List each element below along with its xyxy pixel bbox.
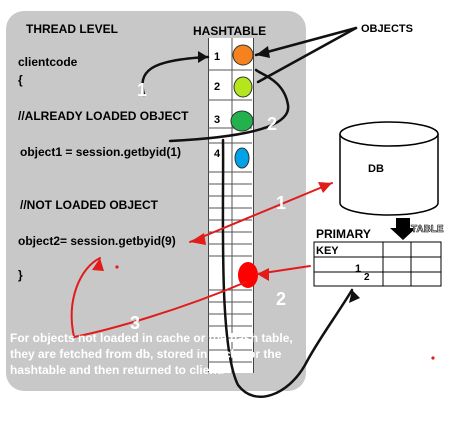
step-label-db-1: 1 — [276, 193, 287, 213]
objects-label: OBJECTS — [361, 23, 413, 35]
db-label: DB — [368, 163, 384, 175]
object-circle-3 — [230, 110, 254, 132]
step-label-loaded-1: 1 — [137, 80, 148, 100]
object-circle-2 — [233, 76, 253, 98]
object-circle-1 — [232, 44, 254, 66]
table-pointer-arrow — [390, 218, 416, 240]
step-label-db-2: 2 — [276, 289, 287, 309]
table-value-1: 1 — [355, 263, 362, 275]
key-column-header: KEY — [316, 245, 339, 257]
slot-1-label: 1 — [214, 51, 221, 63]
thread-level-title: THREAD LEVEL — [26, 22, 119, 36]
primary-table-label: PRIMARY — [316, 227, 371, 241]
code-line-object1: object1 = session.getbyid(1) — [20, 145, 182, 159]
explanation-note: For objects not loaded in cache or the h… — [10, 331, 293, 377]
slot-2-label: 2 — [214, 81, 221, 93]
table-value-2: 2 — [364, 272, 370, 283]
table-word-label: TABLE — [411, 224, 444, 236]
slot-3-label: 3 — [214, 114, 221, 126]
code-line-object2: object2= session.getbyid(9) — [18, 234, 176, 248]
slot-4-label: 4 — [214, 148, 221, 160]
code-line-open-brace: { — [18, 73, 23, 87]
step-label-loaded-2: 2 — [267, 114, 278, 134]
code-line-close-brace: } — [18, 268, 23, 282]
hashtable-title: HASHTABLE — [193, 24, 267, 38]
step-label-db-3: 3 — [130, 313, 141, 333]
code-comment-already-loaded: //ALREADY LOADED OBJECT — [18, 109, 189, 123]
thread-level-panel — [6, 11, 306, 391]
object-circle-4 — [234, 147, 250, 169]
code-comment-not-loaded: //NOT LOADED OBJECT — [20, 198, 159, 212]
object-circle-new — [238, 262, 258, 288]
code-line-clientcode: clientcode — [18, 55, 78, 69]
